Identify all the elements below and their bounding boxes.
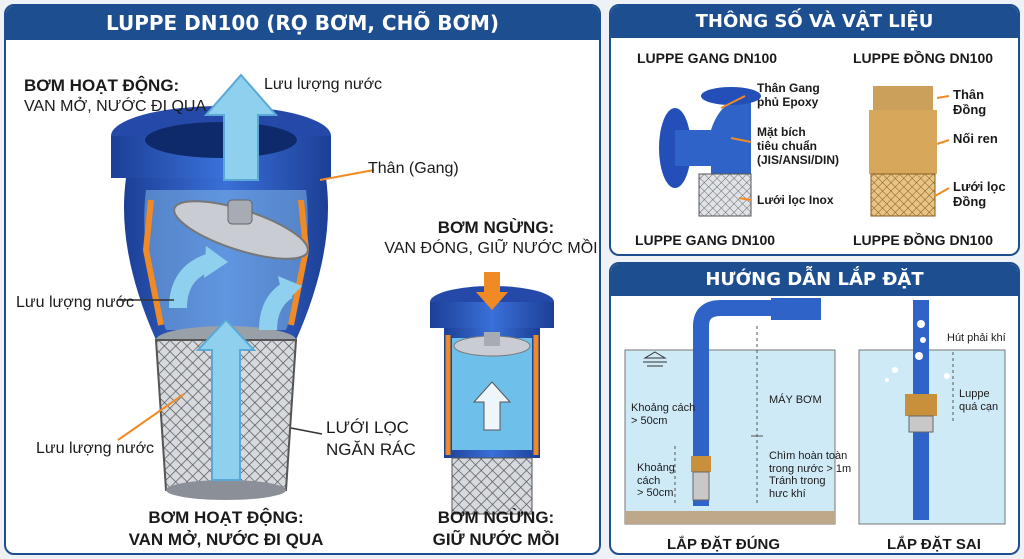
flow-bottom-label: Lưu lượng nước <box>36 440 155 457</box>
install-panel: HƯỚNG DẪN LẮP ĐẶT Kh <box>609 262 1020 555</box>
caption-run-1: BƠM HOẠT ĐỘNG: <box>148 508 304 527</box>
top-state-text: VAN MỞ, NƯỚC ĐI QUA <box>24 98 207 115</box>
caption-stop-1: BƠM NGỪNG: <box>437 508 555 527</box>
open-valve-cutaway <box>111 73 331 500</box>
body-material-label: Thân (Gang) <box>368 160 459 177</box>
flow-top-label: Lưu lượng nước <box>264 76 383 93</box>
brass-screen-label: Lưới lọc Đồng <box>953 179 1006 209</box>
install-illustrations <box>624 298 1006 525</box>
gap-bottom-label: Khoảng cách > 50cm <box>637 462 675 500</box>
specs-panel: THÔNG SỐ VÀ VẬT LIỆU <box>609 4 1020 256</box>
strainer-label-2: NGĂN RÁC <box>326 440 416 459</box>
cast-flange-label: Mặt bích tiêu chuẩn (JIS/ANSI/DIN) <box>757 125 840 167</box>
brass-caption: LUPPE ĐỒNG DN100 <box>853 232 994 248</box>
install-title: HƯỚNG DẪN LẮP ĐẶT <box>611 264 1018 296</box>
closed-valve-cutaway <box>430 272 554 515</box>
caption-stop-2: GIỮ NƯỚC MỒI <box>432 530 560 549</box>
submerge-note: Chìm hoàn toàn trong nước > 1m Tránh tro… <box>769 450 852 500</box>
brass-thread-label: Nối ren <box>953 131 998 146</box>
correct-install-scene <box>624 298 836 525</box>
top-state-heading: BƠM HOẠT ĐỘNG: <box>24 76 180 95</box>
specs-illustrations <box>659 86 950 217</box>
brass-body-label: Thân Đồng <box>953 87 987 117</box>
shallow-warning-label: Luppe quá cạn <box>959 388 999 413</box>
caption-run-2: VAN MỞ, NƯỚC ĐI QUA <box>128 530 324 549</box>
cast-caption: LUPPE GANG DN100 <box>635 232 776 248</box>
air-warning-label: Hút phải khí <box>947 332 1006 344</box>
strainer-label-1: LƯỚI LỌC <box>326 418 409 437</box>
correct-caption: LẮP ĐẶT ĐÚNG <box>667 536 781 553</box>
brass-valve-image <box>869 86 937 217</box>
wrong-install-scene <box>858 300 1006 525</box>
gap-top-label: Khoảng cách > 50cm <box>631 402 696 427</box>
brass-title: LUPPE ĐỒNG DN100 <box>853 50 994 66</box>
cast-iron-valve-image <box>659 87 761 217</box>
specs-title: THÔNG SỐ VÀ VẬT LIỆU <box>611 6 1018 38</box>
pump-label: MÁY BƠM <box>769 394 822 406</box>
cast-screen-label: Lưới lọc Inox <box>757 193 834 207</box>
main-diagram-panel: LUPPE DN100 (RỌ BƠM, CHÕ BƠM) <box>4 4 601 555</box>
stop-state-heading: BƠM NGỪNG: <box>437 218 555 237</box>
stop-state-text: VAN ĐÓNG, GIỮ NƯỚC MỒI <box>384 240 598 257</box>
valve-cutaway-illustration <box>111 73 554 515</box>
cast-body-label: Thân Gang phủ Epoxy <box>757 81 820 109</box>
wrong-caption: LẮP ĐẶT SAI <box>887 536 981 553</box>
main-diagram-title: LUPPE DN100 (RỌ BƠM, CHÕ BƠM) <box>6 6 599 40</box>
cast-title: LUPPE GANG DN100 <box>637 50 778 66</box>
flow-left-label: Lưu lượng nước <box>16 294 135 311</box>
